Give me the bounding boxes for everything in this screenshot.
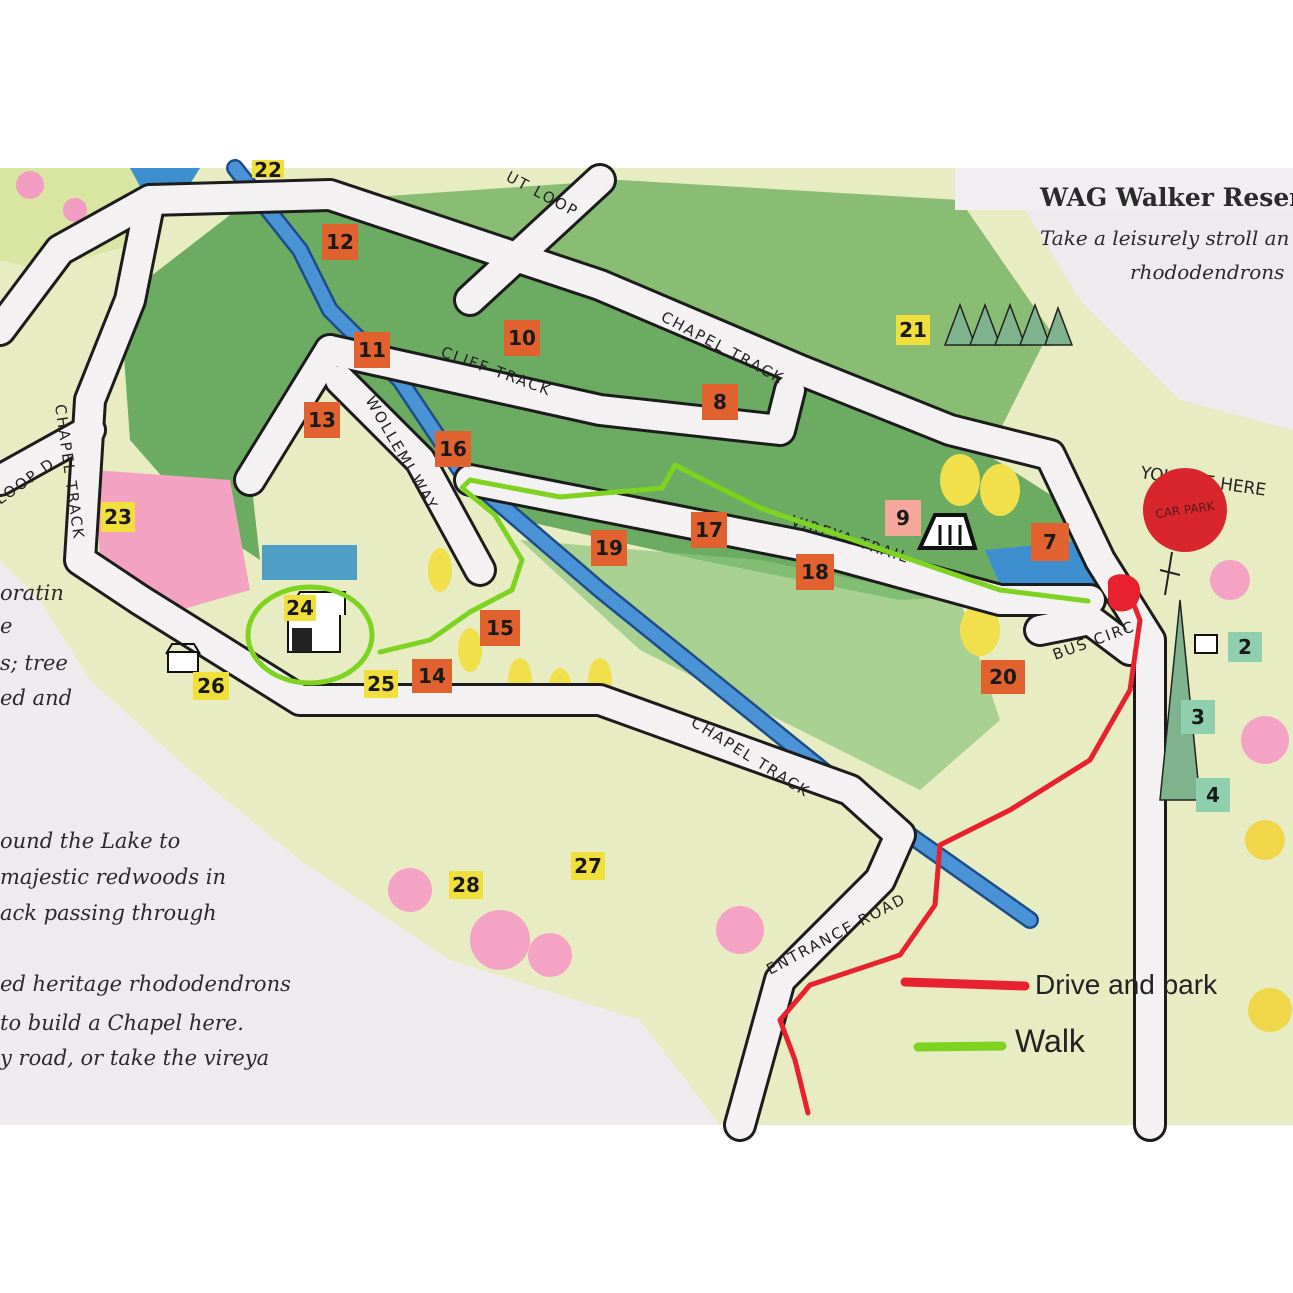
marker-19[interactable]: 19: [591, 530, 627, 566]
svg-text:20: 20: [989, 665, 1017, 689]
marker-12[interactable]: 12: [322, 224, 358, 260]
tree-yellow: [1245, 820, 1285, 860]
side-text: oratin e s; tree ed and ound the Lake to…: [0, 581, 291, 1070]
svg-text:15: 15: [486, 616, 514, 640]
svg-text:2: 2: [1238, 635, 1252, 659]
side-text-line: ed and: [0, 686, 72, 710]
side-text-line: majestic redwoods in: [0, 865, 226, 889]
marker-21[interactable]: 21: [896, 315, 930, 345]
svg-text:3: 3: [1191, 705, 1205, 729]
svg-text:17: 17: [695, 518, 723, 542]
map-subtitle-line1: Take a leisurely stroll an: [1040, 226, 1289, 250]
side-text-line: s; tree: [0, 651, 68, 675]
side-text-line: ed heritage rhododendrons: [0, 972, 291, 996]
legend-walk-swatch: [913, 1041, 1007, 1052]
side-text-line: ound the Lake to: [0, 829, 180, 853]
svg-text:18: 18: [801, 560, 829, 584]
marker-7[interactable]: 7: [1031, 523, 1069, 561]
marker-17[interactable]: 17: [691, 512, 727, 548]
flower-patch: [1210, 560, 1250, 600]
marker-18[interactable]: 18: [796, 554, 834, 590]
forest-area-south: [520, 540, 1000, 790]
pond: [262, 545, 357, 580]
marker-24[interactable]: 24: [284, 595, 316, 621]
svg-text:25: 25: [367, 672, 395, 696]
legend-drive-swatch: [900, 977, 1030, 991]
svg-text:9: 9: [896, 506, 910, 530]
marker-2[interactable]: 2: [1228, 632, 1262, 662]
marker-25[interactable]: 25: [364, 670, 398, 698]
house-icon: [1194, 634, 1218, 654]
legend-drive-label: Drive and park: [1035, 969, 1218, 1000]
marker-16[interactable]: 16: [435, 431, 471, 467]
side-text-line: oratin: [0, 581, 64, 605]
svg-text:10: 10: [508, 326, 536, 350]
flower-patch: [528, 933, 572, 977]
marker-23[interactable]: 23: [101, 502, 135, 532]
flower-patch: [470, 910, 530, 970]
svg-text:14: 14: [418, 664, 446, 688]
flower-patch: [63, 198, 87, 222]
marker-8[interactable]: 8: [702, 384, 738, 420]
marker-3[interactable]: 3: [1181, 700, 1215, 734]
svg-text:13: 13: [308, 408, 336, 432]
marker-15[interactable]: 15: [480, 610, 520, 646]
title-box: [955, 168, 1293, 210]
flower-patch: [388, 868, 432, 912]
svg-text:4: 4: [1206, 783, 1220, 807]
side-text-line: to build a Chapel here.: [0, 1011, 244, 1035]
svg-text:19: 19: [595, 536, 623, 560]
legend-walk-label: Walk: [1015, 1023, 1086, 1059]
marker-11[interactable]: 11: [354, 332, 390, 368]
marker-26[interactable]: 26: [193, 672, 229, 700]
pin-stem: [1159, 551, 1181, 596]
marker-14[interactable]: 14: [412, 659, 452, 693]
svg-text:26: 26: [197, 674, 225, 698]
drive-end-marker: [1107, 574, 1141, 612]
svg-text:21: 21: [899, 318, 927, 342]
svg-text:8: 8: [713, 390, 727, 414]
marker-28[interactable]: 28: [449, 871, 483, 899]
svg-text:22: 22: [254, 158, 282, 182]
flower-patch: [16, 171, 44, 199]
svg-text:24: 24: [286, 596, 314, 620]
marker-27[interactable]: 27: [571, 852, 605, 880]
svg-text:23: 23: [104, 505, 132, 529]
marker-10[interactable]: 10: [504, 320, 540, 356]
pond: [985, 540, 1100, 585]
map-subtitle-line2: rhododendrons: [1130, 260, 1284, 284]
side-text-line: ack passing through: [0, 901, 217, 925]
marker-13[interactable]: 13: [304, 402, 340, 438]
tree-yellow: [1248, 988, 1292, 1032]
flower-patch: [1241, 716, 1289, 764]
marker-4[interactable]: 4: [1196, 778, 1230, 812]
map-title: WAG Walker Reser: [1039, 183, 1293, 212]
marker-22[interactable]: 22: [252, 158, 284, 182]
svg-text:27: 27: [574, 854, 602, 878]
svg-text:11: 11: [358, 338, 386, 362]
building-icon: [916, 513, 978, 550]
flower-patch: [716, 906, 764, 954]
side-text-line: y road, or take the vireya: [0, 1046, 269, 1070]
drive-route: [777, 587, 1143, 1116]
marker-9[interactable]: 9: [885, 500, 921, 536]
marker-20[interactable]: 20: [981, 660, 1025, 694]
car-park-marker: [1143, 468, 1227, 552]
house-icon: [165, 643, 201, 673]
markers: 2 3 4 7 8 9 10 11 12 13 14 15 16 17 18 1…: [101, 158, 1262, 899]
walk-route: [245, 462, 1091, 686]
svg-text:16: 16: [439, 437, 467, 461]
legend: Drive and park Walk: [900, 969, 1218, 1059]
svg-text:7: 7: [1043, 530, 1057, 554]
svg-text:28: 28: [452, 873, 480, 897]
side-text-line: e: [0, 614, 12, 638]
svg-text:12: 12: [326, 230, 354, 254]
